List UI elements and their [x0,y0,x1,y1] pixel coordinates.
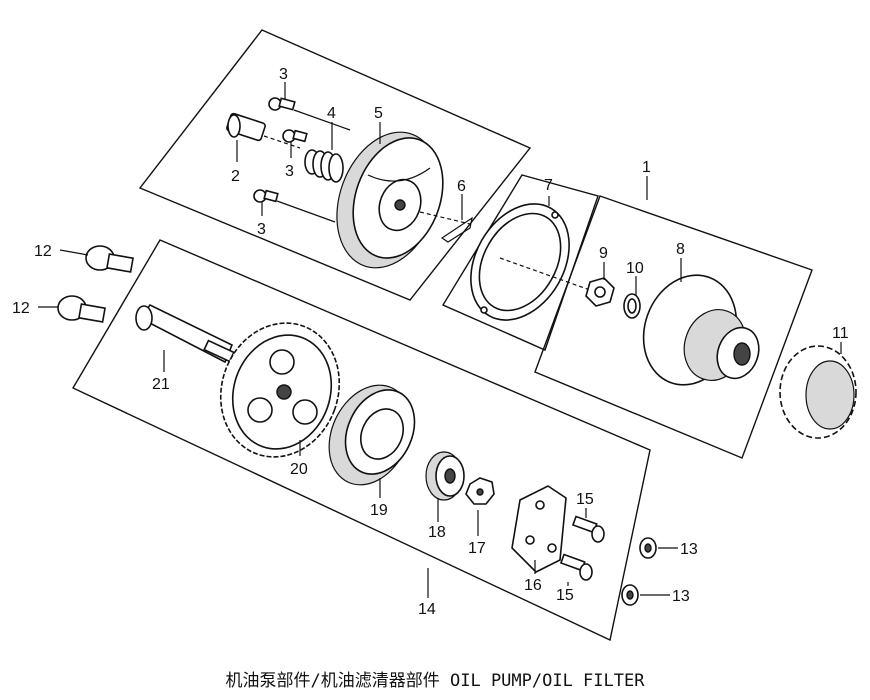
filter-cover-part-5 [336,131,444,269]
gasket-group-box [441,174,599,351]
callout-19: 19 [370,502,388,519]
screw-part-3-mid [282,129,308,143]
callout-3-mid: 3 [285,163,294,180]
callout-9: 9 [599,245,608,262]
pump-shaft-part-21 [135,303,235,364]
callout-10: 10 [626,260,644,277]
screw-part-15-upper [571,515,605,543]
callout-11: 11 [832,325,849,342]
nut-part-13-lower [621,584,639,606]
callout-15-lower: 15 [556,587,574,604]
callout-20: 20 [290,461,308,478]
callout-12-lower: 12 [12,300,30,317]
callout-4: 4 [327,105,336,122]
leader-lines [38,82,842,598]
callout-1: 1 [642,159,651,176]
callout-18: 18 [428,524,446,541]
clip-part-6 [419,211,473,243]
callout-12-upper: 12 [34,243,52,260]
outer-rotor-part-18 [425,451,465,501]
callout-8: 8 [676,241,685,258]
nut-part-9 [585,277,615,307]
pump-cover-part-16 [511,485,567,573]
callout-21: 21 [152,376,170,393]
inner-rotor-part-17 [465,477,495,505]
bolt-part-12-lower [57,295,106,323]
screw-part-3-low [253,189,336,223]
callout-15-upper: 15 [576,491,594,508]
callout-17: 17 [468,540,486,557]
callout-3-low: 3 [257,221,266,238]
screw-part-15-lower [559,553,593,581]
bolt-part-12-upper [85,245,134,273]
callout-14: 14 [418,601,436,618]
filter-rotor-part-8 [642,274,760,386]
nut-part-13-upper [639,537,657,559]
callout-13-upper: 13 [680,541,698,558]
callout-7: 7 [544,177,553,194]
diagram-caption: 机油泵部件/机油滤清器部件 OIL PUMP/OIL FILTER [225,671,645,691]
oil-pump-group-box [72,239,651,642]
washer-part-10 [623,293,641,319]
gasket-part-7 [470,203,591,321]
callout-6: 6 [457,178,466,195]
pin-part-2 [226,112,301,149]
callout-3-top: 3 [279,66,288,83]
callout-16: 16 [524,577,542,594]
pump-gear-part-20 [219,322,341,458]
screw-part-3-top [268,97,351,131]
pump-body-part-19 [328,384,416,486]
callout-2: 2 [231,168,240,185]
callout-13-lower: 13 [672,588,690,605]
drive-gear-part-11 [779,345,857,439]
filter-cover-group-box [138,29,532,301]
filter-assembly-group-box [534,195,813,459]
spring-part-4 [304,149,344,183]
callout-5: 5 [374,105,383,122]
